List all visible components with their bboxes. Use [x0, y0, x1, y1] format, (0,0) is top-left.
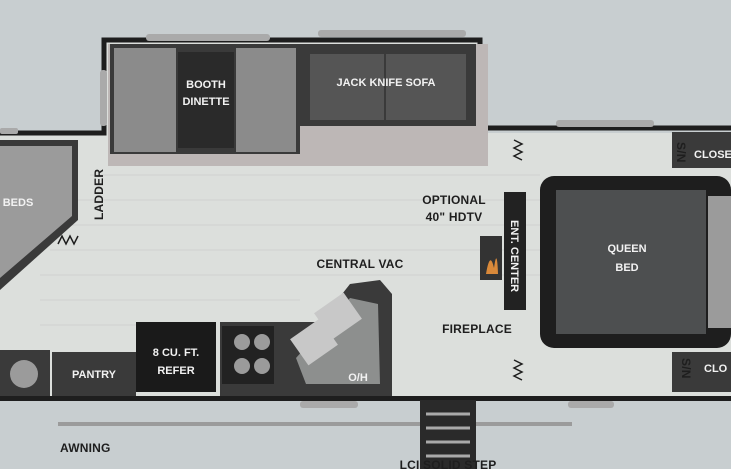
slideout-top-label: S/N	[674, 142, 688, 163]
closet-top-label: CLOSE	[694, 149, 731, 161]
bunk-beds	[0, 128, 78, 290]
ladder-label: LADDER	[92, 169, 106, 220]
entry-step	[420, 400, 476, 469]
queen-bedroom	[540, 132, 731, 392]
awning-label: AWNING	[60, 441, 111, 455]
slideout-bottom-label: S/N	[679, 358, 693, 379]
pantry	[52, 352, 136, 396]
window-bottom-1	[300, 401, 358, 408]
toilet	[0, 350, 50, 396]
booth-dinette-label-2: DINETTE	[182, 96, 229, 108]
entertainment-center	[480, 192, 526, 310]
closet-bottom-label: CLO	[704, 363, 728, 375]
jack-knife-sofa-label: JACK KNIFE SOFA	[336, 77, 435, 89]
refer-label-2: REFER	[157, 365, 194, 377]
queen-bed-label-1: QUEEN	[607, 243, 646, 255]
dinette-area	[100, 30, 488, 166]
queen-bed-label-2: BED	[615, 262, 638, 274]
kitchen-counter	[220, 280, 392, 396]
step-label: LCI SOLID STEP	[400, 458, 497, 469]
slide-markers	[57, 139, 524, 381]
fireplace-label: FIREPLACE	[442, 322, 512, 336]
central-vac-label: CENTRAL VAC	[316, 257, 403, 271]
optional-hdtv-label-1: OPTIONAL	[422, 193, 486, 207]
window-bottom-2	[568, 401, 614, 408]
refrigerator	[136, 322, 216, 392]
window-top	[556, 120, 654, 127]
oh-label: O/H	[348, 372, 368, 384]
ent-center-label: ENT. CENTER	[508, 220, 520, 292]
beds-label: BEDS	[3, 197, 34, 209]
refer-label-1: 8 CU. FT.	[153, 347, 199, 359]
optional-hdtv-label-2: 40" HDTV	[426, 210, 483, 224]
booth-dinette-label-1: BOOTH	[186, 79, 226, 91]
pantry-label: PANTRY	[72, 369, 117, 381]
